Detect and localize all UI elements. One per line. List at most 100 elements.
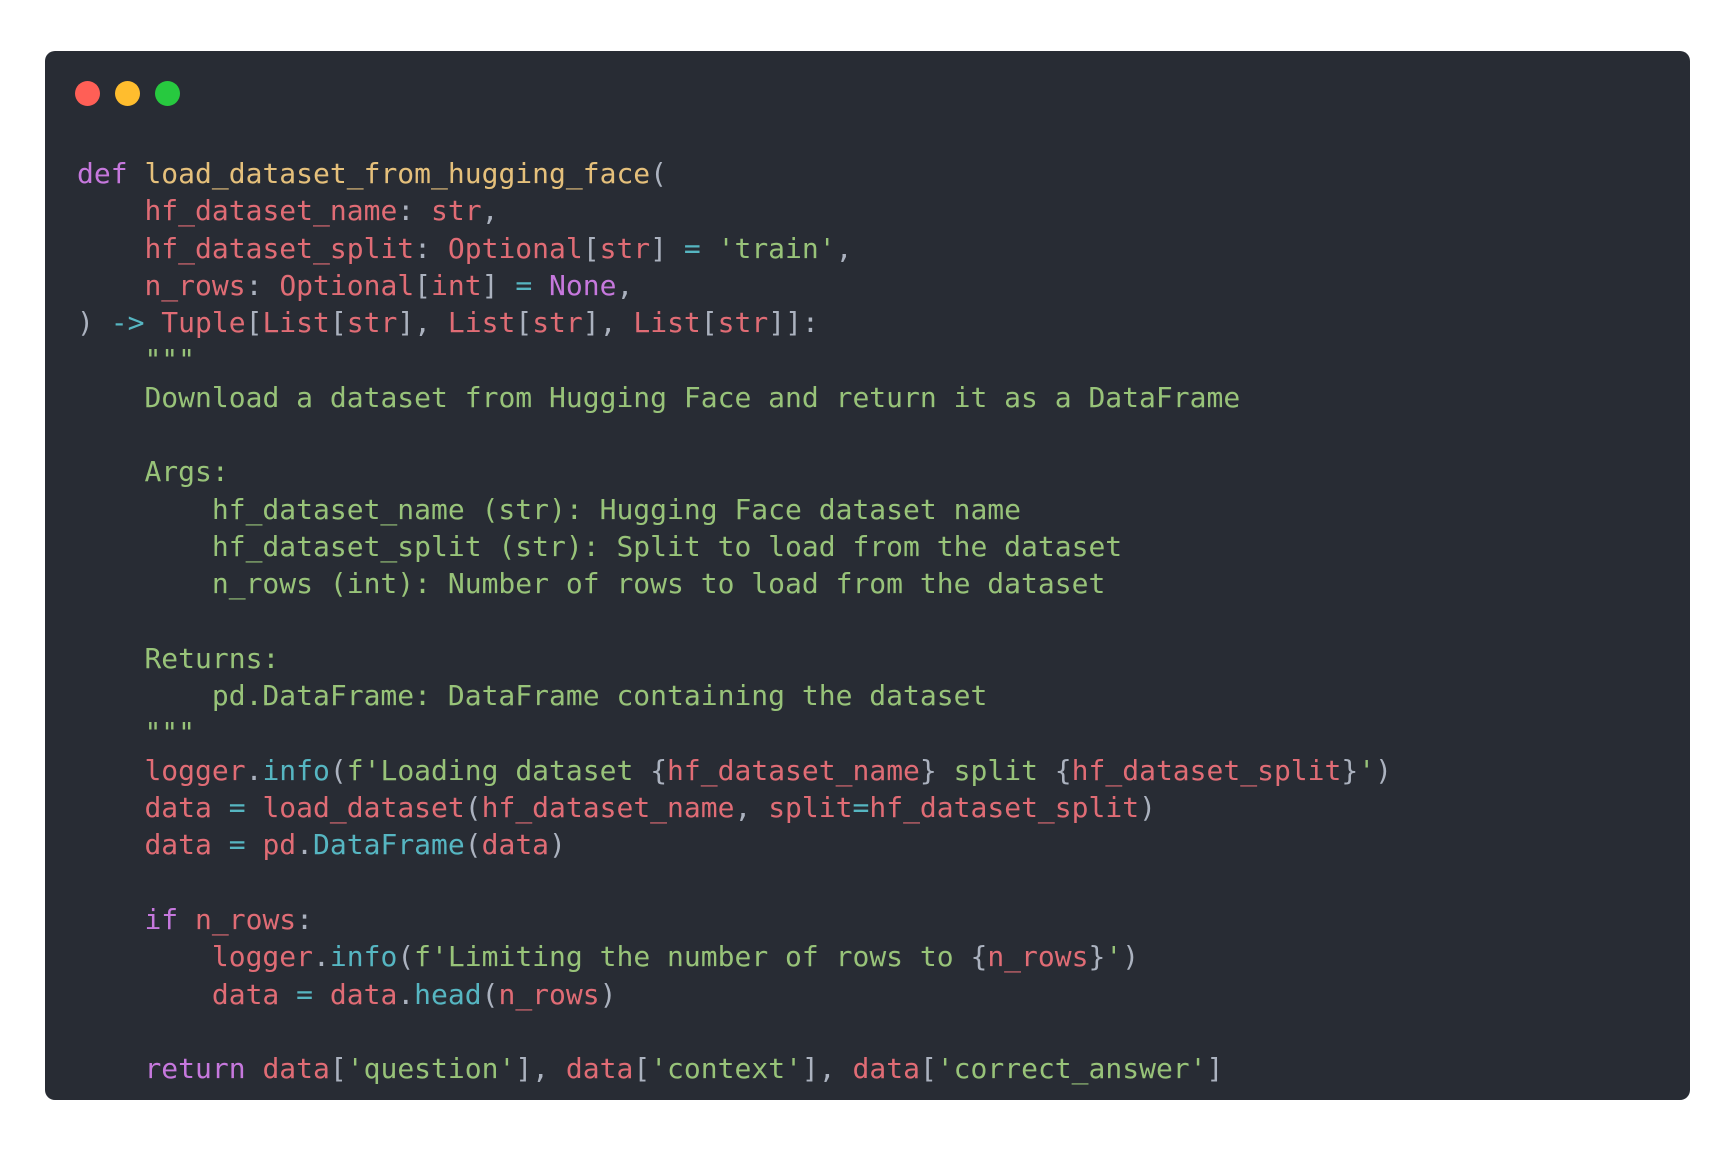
code-token-pn bbox=[77, 716, 144, 749]
code-token-pn: , bbox=[835, 231, 853, 265]
code-token-str: Args: bbox=[144, 455, 229, 489]
code-token-pn: ( bbox=[397, 940, 415, 974]
code-token-var: split bbox=[768, 791, 853, 825]
code-line: hf_dataset_split: Optional[str] = 'train… bbox=[77, 230, 1392, 267]
code-token-pn: , bbox=[734, 791, 769, 825]
code-token-pn: ) bbox=[549, 828, 566, 862]
code-token-str: 'train' bbox=[717, 231, 836, 265]
code-token-str: f'Loading dataset bbox=[346, 753, 651, 787]
code-token-pn: [ bbox=[245, 306, 263, 340]
close-dot-icon[interactable] bbox=[75, 81, 100, 106]
code-token-str: 'context' bbox=[650, 1052, 802, 1086]
code-token-pn: ], bbox=[397, 306, 448, 340]
code-token-op: = bbox=[228, 791, 246, 825]
code-token-str: ' bbox=[1358, 753, 1376, 787]
code-token-pn: ], bbox=[801, 1052, 853, 1086]
code-line: if n_rows: bbox=[77, 901, 1392, 938]
maximize-dot-icon[interactable] bbox=[155, 81, 180, 106]
code-token-var: pd bbox=[262, 828, 297, 862]
code-line: Returns: bbox=[77, 640, 1392, 677]
code-token-str: 'question' bbox=[346, 1052, 516, 1086]
code-token-pn: ( bbox=[650, 157, 668, 190]
code-token-pn bbox=[77, 567, 212, 600]
code-token-op: = bbox=[515, 268, 533, 302]
code-token-str: pd.DataFrame: DataFrame containing the d… bbox=[211, 679, 988, 713]
code-token-var: List bbox=[447, 306, 516, 340]
code-token-var: n_rows bbox=[195, 902, 297, 936]
code-token-pn: . bbox=[397, 977, 415, 1011]
code-token-pn bbox=[77, 1052, 144, 1085]
code-token-pn: { bbox=[650, 753, 668, 787]
code-token-var: hf_dataset_name bbox=[481, 791, 735, 825]
code-window: def load_dataset_from_hugging_face( hf_d… bbox=[45, 51, 1690, 1100]
code-token-var: List bbox=[633, 306, 701, 340]
code-token-str: hf_dataset_split (str): Split to load fr… bbox=[211, 529, 1123, 563]
code-token-pn: ], bbox=[515, 1052, 566, 1086]
code-token-pn: [ bbox=[414, 268, 432, 302]
code-line: hf_dataset_split (str): Split to load fr… bbox=[77, 528, 1392, 565]
code-token-pn: [ bbox=[329, 306, 347, 340]
code-token-var: Optional bbox=[447, 231, 583, 265]
code-token-pn: ] bbox=[1206, 1052, 1224, 1086]
code-token-pn: , bbox=[616, 268, 634, 302]
code-line: hf_dataset_name: str, bbox=[77, 192, 1392, 229]
code-token-pn bbox=[77, 642, 144, 675]
minimize-dot-icon[interactable] bbox=[115, 81, 140, 106]
code-token-pn bbox=[77, 679, 212, 712]
code-token-str: split bbox=[936, 753, 1055, 787]
code-line: def load_dataset_from_hugging_face( bbox=[77, 155, 1392, 192]
code-token-kw: def bbox=[77, 157, 128, 190]
code-token-str: hf_dataset_name (str): Hugging Face data… bbox=[211, 492, 1022, 526]
code-line: Download a dataset from Hugging Face and… bbox=[77, 379, 1392, 416]
code-token-pn: ( bbox=[481, 977, 499, 1011]
code-token-var: n_rows bbox=[987, 940, 1089, 974]
code-token-str: 'correct_answer' bbox=[936, 1052, 1207, 1086]
code-token-pn bbox=[77, 269, 144, 302]
code-token-var: data bbox=[211, 977, 280, 1011]
code-token-pn: } bbox=[1341, 753, 1359, 787]
code-token-pn bbox=[77, 828, 144, 861]
code-token-pn bbox=[77, 343, 144, 376]
code-token-op: = bbox=[228, 828, 246, 862]
code-token-var: logger bbox=[211, 940, 314, 974]
code-line: Args: bbox=[77, 453, 1392, 490]
code-token-op: = bbox=[683, 231, 701, 265]
code-token-pn: [ bbox=[515, 306, 533, 340]
code-token-pn: ) bbox=[77, 306, 111, 340]
code-line: pd.DataFrame: DataFrame containing the d… bbox=[77, 677, 1392, 714]
code-token-op: info bbox=[262, 753, 330, 787]
code-token-pn bbox=[128, 157, 145, 190]
code-line: data = pd.DataFrame(data) bbox=[77, 826, 1392, 863]
code-line bbox=[77, 864, 1392, 901]
code-line bbox=[77, 416, 1392, 453]
code-token-pn: . bbox=[245, 753, 263, 787]
code-token-var: data bbox=[852, 1052, 920, 1086]
code-token-pn bbox=[246, 1052, 263, 1085]
code-token-pn bbox=[77, 530, 212, 563]
code-token-pn: ) bbox=[1122, 940, 1140, 974]
code-token-var: data bbox=[144, 828, 212, 862]
code-token-pn bbox=[246, 791, 263, 824]
code-token-var: n_rows bbox=[144, 268, 246, 302]
code-token-var: Tuple bbox=[161, 306, 246, 340]
code-token-kw: if bbox=[144, 902, 179, 936]
code-line: return data['question'], data['context']… bbox=[77, 1050, 1392, 1087]
code-token-pn: ) bbox=[1375, 753, 1392, 787]
code-token-pn: : bbox=[296, 902, 314, 936]
code-token-pn bbox=[313, 978, 330, 1011]
code-token-var: str bbox=[346, 306, 398, 340]
code-token-pn: [ bbox=[919, 1052, 937, 1086]
code-token-pn bbox=[77, 791, 144, 824]
code-token-var: str bbox=[431, 194, 482, 228]
code-token-var: str bbox=[717, 306, 769, 340]
code-token-var: data bbox=[144, 791, 212, 825]
code-token-pn bbox=[279, 978, 296, 1011]
code-token-op: -> bbox=[110, 306, 145, 340]
code-token-pn: ] bbox=[481, 268, 516, 302]
code-token-var: hf_dataset_split bbox=[1071, 753, 1342, 787]
code-token-op: info bbox=[329, 940, 398, 974]
code-token-pn bbox=[77, 194, 144, 227]
code-token-var: data bbox=[481, 828, 550, 862]
code-token-op: = bbox=[852, 791, 870, 825]
code-token-var: hf_dataset_split bbox=[869, 791, 1140, 825]
